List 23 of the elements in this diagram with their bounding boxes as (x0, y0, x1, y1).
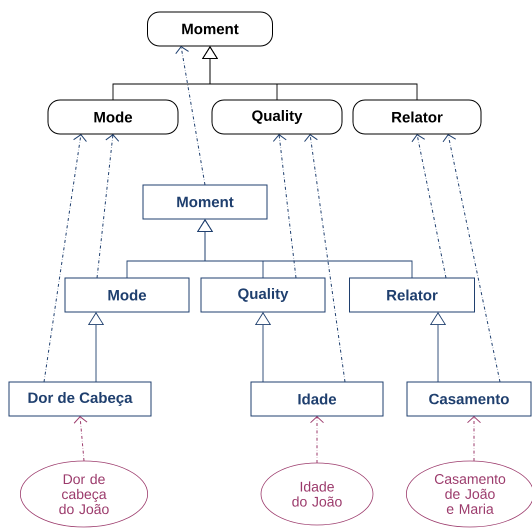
rounded-box: Quality (212, 100, 342, 134)
class-box: Quality (200, 278, 326, 312)
instantiation-arrow (272, 134, 296, 278)
instantiation-arrow (442, 134, 500, 382)
instantiation-arrow (411, 134, 446, 278)
instantiation-arrow (467, 416, 481, 462)
class-box: Moment (142, 184, 268, 220)
rounded-box: Mode (48, 100, 178, 134)
instantiation-arrow (74, 416, 88, 462)
instantiation-arrow (44, 134, 87, 382)
class-box: Relator (349, 278, 475, 312)
generalization-arrow (196, 219, 412, 278)
class-box: Dor de Cabeça (8, 382, 152, 416)
class-box: Mode (64, 278, 190, 312)
generalization-arrow (202, 46, 418, 100)
rounded-box: Relator (352, 100, 482, 134)
instantiation-arrow (304, 134, 346, 382)
class-box: Casamento (406, 382, 532, 416)
instantiation-arrow (96, 134, 120, 278)
rounded-box: Moment (147, 12, 273, 46)
instantiation-arrow (175, 46, 206, 186)
class-box: Idade (250, 382, 384, 416)
instantiation-arrow (310, 416, 324, 464)
